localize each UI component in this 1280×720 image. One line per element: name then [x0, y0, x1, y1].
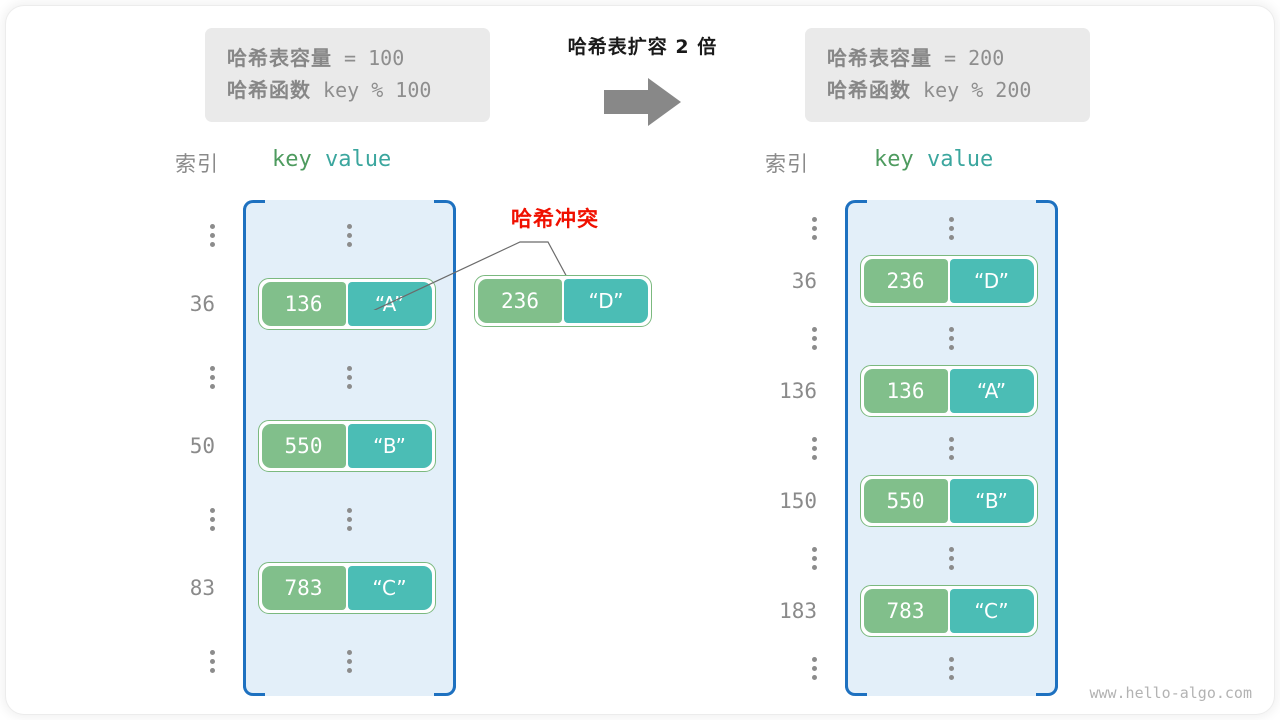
index-value: 50	[189, 434, 215, 458]
capacity-line-after: 哈希表容量 = 200	[827, 46, 1005, 70]
bucket-entry: 136“A”	[257, 278, 436, 331]
ellipsis-icon	[812, 216, 817, 240]
ellipsis-icon	[812, 547, 817, 571]
index-value: 36	[189, 292, 215, 317]
entry-key: 550	[261, 424, 346, 468]
right-arrow-icon	[600, 76, 685, 128]
index-ellipsis	[747, 547, 817, 571]
watermark: www.hello-algo.com	[1089, 684, 1252, 702]
index-value: 83	[189, 575, 215, 600]
ellipsis-icon	[210, 649, 215, 673]
index-ellipsis	[747, 216, 817, 240]
kv-column-header-left: key value	[272, 147, 392, 172]
entry-key: 236	[478, 279, 562, 323]
entry-value: “C”	[949, 589, 1034, 634]
ellipsis-icon	[210, 507, 215, 531]
index-value: 183	[779, 599, 817, 624]
index-ellipsis	[145, 507, 215, 531]
entry-value: “D”	[564, 279, 648, 323]
bucket-entry: 236“D”	[859, 254, 1038, 307]
expansion-title: 哈希表扩容 2 倍	[567, 36, 718, 58]
entry-value: “A”	[347, 282, 432, 327]
ellipsis-icon	[812, 657, 817, 681]
entry-value: “B”	[949, 479, 1034, 524]
collision-label: 哈希冲突	[511, 207, 599, 231]
index-ellipsis	[747, 437, 817, 460]
index-ellipsis	[145, 224, 215, 248]
index-column-header-left: 索引	[175, 152, 219, 176]
ellipsis-icon	[346, 224, 352, 248]
hash-function-line-before: 哈希函数 key % 100	[227, 78, 432, 102]
ellipsis-icon	[948, 216, 954, 240]
index-ellipsis	[145, 366, 215, 390]
kv-column-header-right: key value	[874, 147, 994, 172]
ellipsis-icon	[346, 649, 352, 673]
ellipsis-icon	[812, 326, 817, 350]
entry-key: 136	[261, 282, 346, 327]
entry-value: “C”	[347, 565, 432, 610]
entry-key: 550	[863, 479, 948, 524]
index-ellipsis	[747, 657, 817, 681]
bucket-entry: 550“B”	[859, 475, 1038, 528]
ellipsis-icon	[948, 326, 954, 350]
index-ellipsis	[747, 326, 817, 350]
hash-table-config-before: 哈希表容量 = 100 哈希函数 key % 100	[205, 28, 490, 122]
entry-value: “A”	[949, 368, 1034, 413]
hash-table-config-after: 哈希表容量 = 200 哈希函数 key % 200	[805, 28, 1090, 122]
index-value: 150	[779, 489, 817, 514]
ellipsis-icon	[948, 657, 954, 681]
entry-key: 783	[863, 589, 948, 634]
entry-key: 236	[863, 258, 948, 303]
bucket-entry: 783“C”	[257, 561, 436, 614]
hash-function-line-after: 哈希函数 key % 200	[827, 78, 1032, 102]
ellipsis-icon	[210, 366, 215, 390]
entry-value: “B”	[347, 424, 432, 468]
ellipsis-icon	[948, 437, 954, 460]
ellipsis-icon	[346, 366, 352, 390]
bucket-entry: 136“A”	[859, 364, 1038, 417]
entry-value: “D”	[949, 258, 1034, 303]
entry-key: 136	[863, 368, 948, 413]
index-value: 36	[791, 268, 817, 293]
page-frame	[6, 6, 1274, 714]
ellipsis-icon	[812, 437, 817, 460]
capacity-line-before: 哈希表容量 = 100	[227, 46, 405, 70]
bucket-entry: 550“B”	[257, 420, 436, 472]
ellipsis-icon	[346, 507, 352, 531]
entry-key: 783	[261, 565, 346, 610]
detached-entry-D: 236 “D”	[474, 275, 652, 327]
ellipsis-icon	[210, 224, 215, 248]
ellipsis-icon	[948, 547, 954, 571]
index-column-header-right: 索引	[765, 152, 809, 176]
bucket-entry: 783“C”	[859, 585, 1038, 638]
index-value: 136	[779, 378, 817, 403]
index-ellipsis	[145, 649, 215, 673]
